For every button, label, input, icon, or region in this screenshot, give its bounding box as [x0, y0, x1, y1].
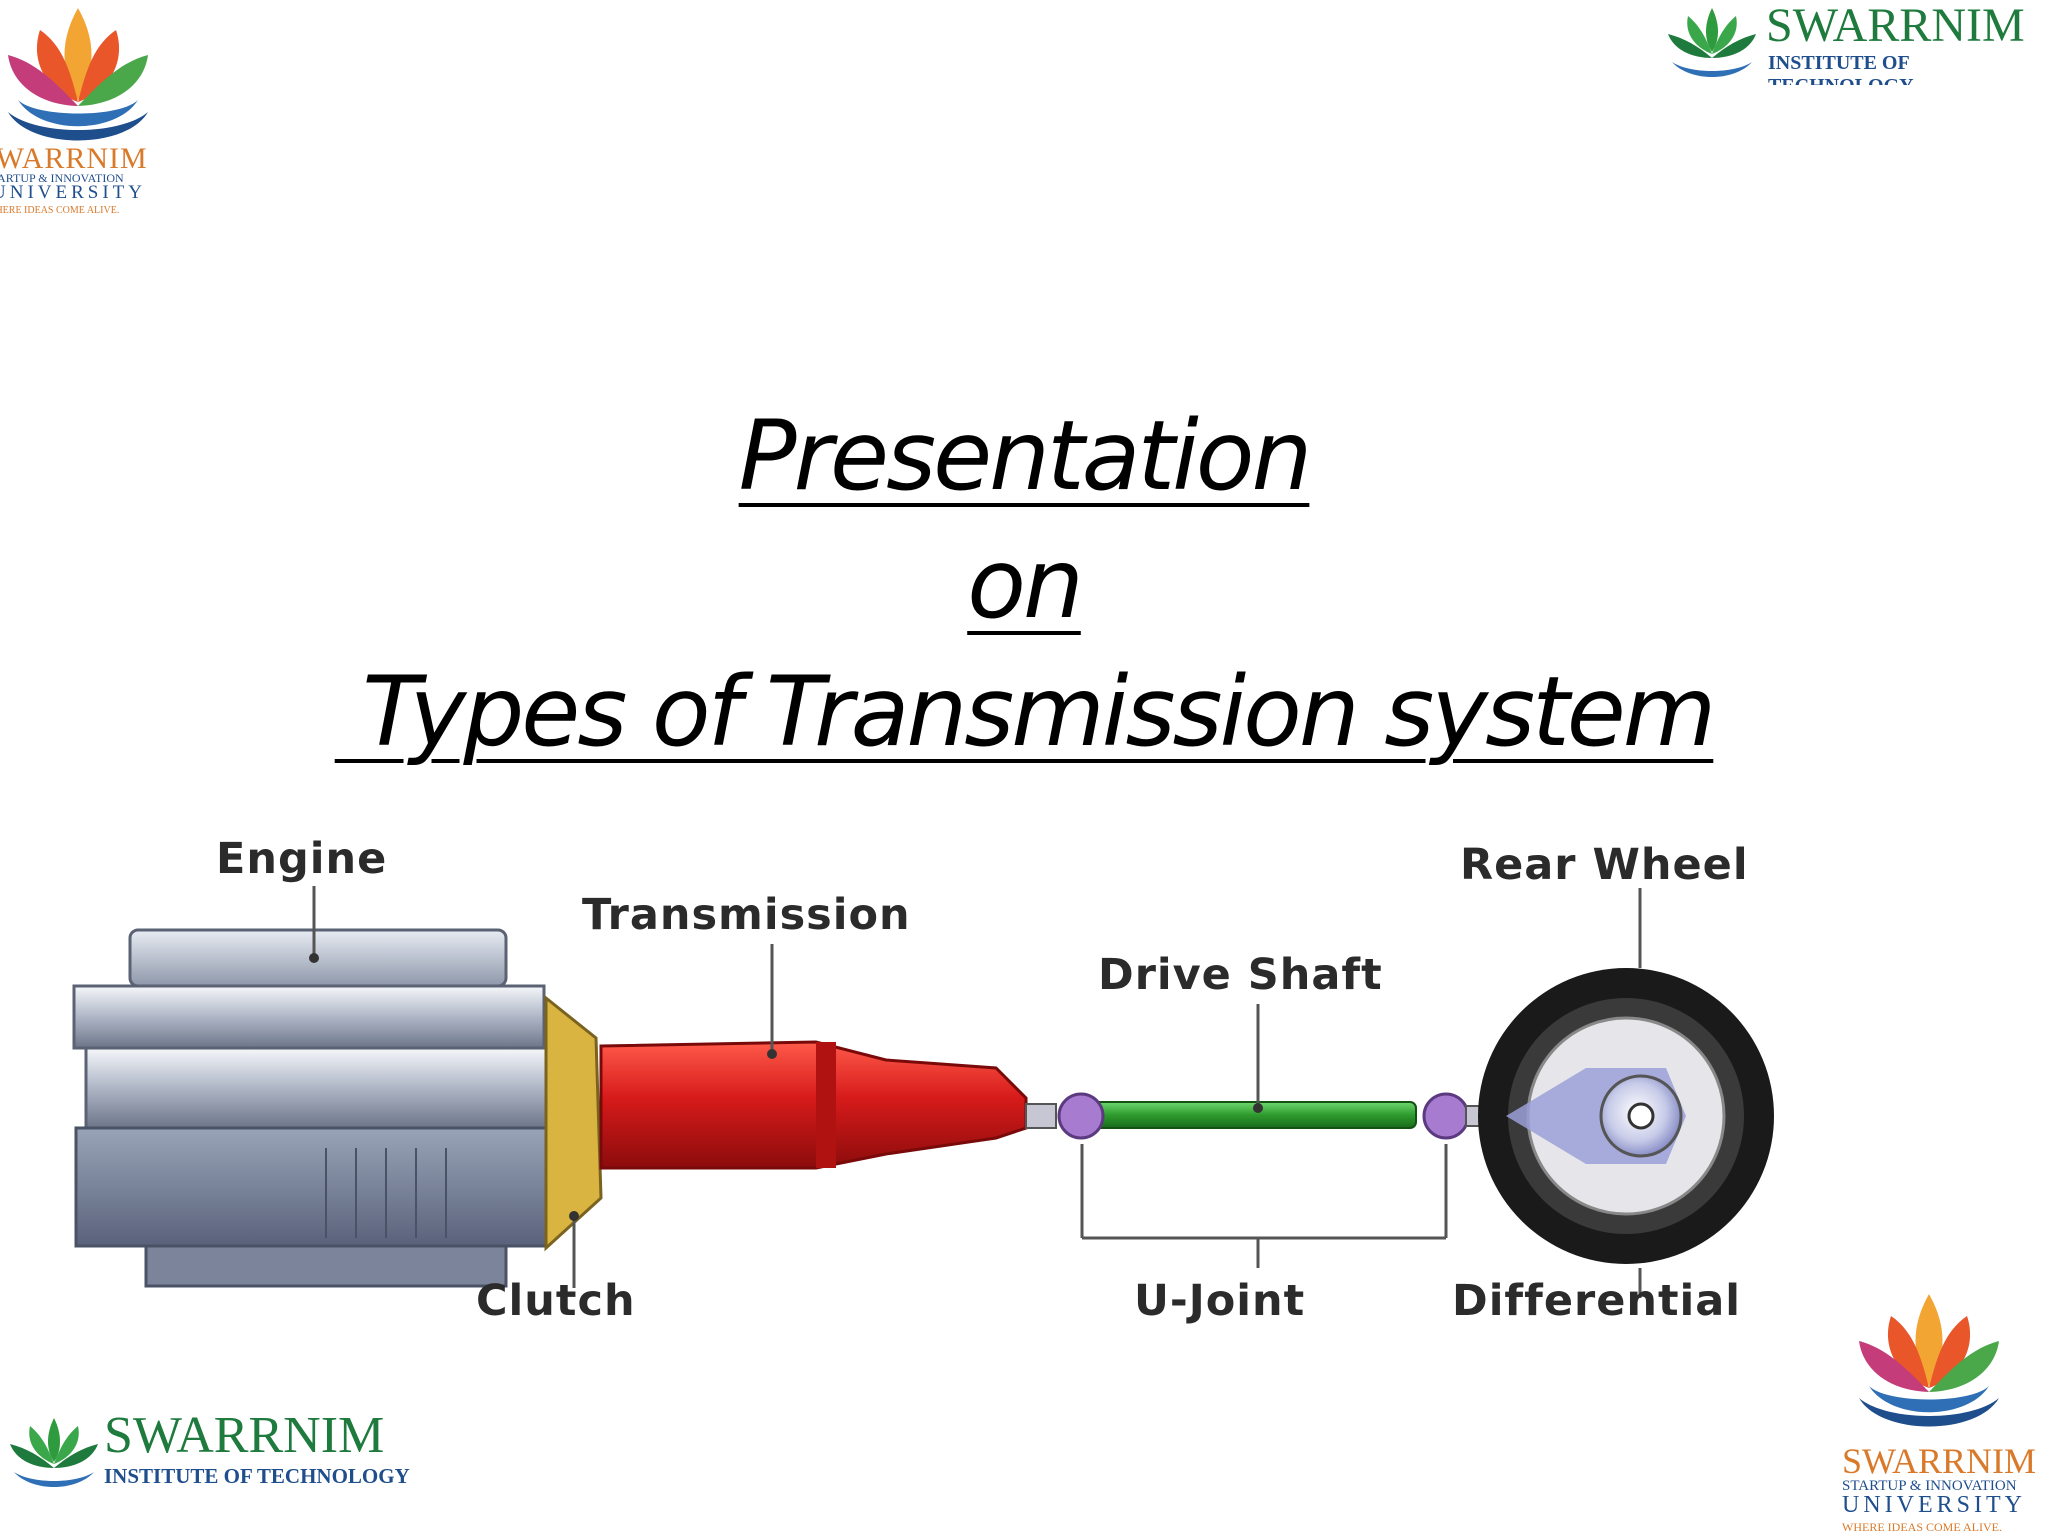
drivetrain-diagram: Engine Transmission Drive Shaft Rear Whe…	[26, 768, 1846, 1400]
university-logo-tagline: WHERE IDEAS COME ALIVE.	[0, 205, 120, 216]
title-line-2: on	[967, 528, 1084, 640]
label-clutch: Clutch	[476, 1276, 636, 1326]
label-rear-wheel: Rear Wheel	[1460, 840, 1749, 890]
title-line-1: Presentation	[738, 400, 1313, 512]
university-logo-sub2: UNIVERSITY	[1842, 1492, 2026, 1518]
rear-wheel	[1478, 968, 1774, 1264]
institute-logo-top-right: SWARRNIM INSTITUTE OF TECHNOLOGY	[1660, 0, 2048, 85]
label-engine: Engine	[216, 834, 388, 884]
university-logo-bottom-right: SWARRNIM STARTUP & INNOVATION UNIVERSITY…	[1840, 1290, 2048, 1536]
transmission-case	[599, 1040, 1028, 1170]
drive-shaft	[1075, 1101, 1417, 1129]
institute-logo-sub: INSTITUTE OF TECHNOLOGY	[104, 1464, 410, 1488]
drivetrain-illustration	[72, 886, 1774, 1298]
university-logo-top-left: SWARRNIM STARTUP & INNOVATION UNIVERSITY…	[0, 0, 170, 225]
institute-logo-sub: INSTITUTE OF TECHNOLOGY	[1768, 52, 1914, 85]
institute-logo-name: SWARRNIM	[104, 1407, 385, 1464]
label-drive-shaft: Drive Shaft	[1098, 950, 1383, 1000]
leaf-emblem-icon	[10, 1418, 98, 1487]
title-line-3: Types of Transmission system	[334, 656, 1716, 768]
university-logo-tagline: WHERE IDEAS COME ALIVE.	[1842, 1520, 2002, 1534]
university-logo-name: SWARRNIM	[1842, 1441, 2037, 1481]
label-u-joint: U-Joint	[1134, 1276, 1306, 1326]
u-joint-front	[1025, 1092, 1105, 1140]
university-logo-sub2: UNIVERSITY	[0, 182, 146, 203]
university-logo-sub1: STARTUP & INNOVATION	[1842, 1478, 2017, 1494]
leaf-emblem-icon	[1668, 8, 1756, 77]
lotus-logo-icon	[8, 8, 148, 141]
university-logo-sub1: STARTUP & INNOVATION	[0, 171, 124, 185]
institute-logo-bottom-left: SWARRNIM INSTITUTE OF TECHNOLOGY	[0, 1407, 420, 1500]
leader-lines	[312, 886, 1642, 1298]
lotus-logo-icon	[1859, 1294, 1999, 1427]
label-transmission: Transmission	[582, 890, 911, 940]
clutch-housing	[544, 994, 603, 1252]
engine-block	[72, 928, 548, 1288]
institute-logo-name: SWARRNIM	[1766, 0, 2025, 52]
university-logo-name: SWARRNIM	[0, 142, 148, 175]
slide-title: Presentation on Types of Transmission sy…	[0, 392, 2048, 776]
label-differential: Differential	[1452, 1276, 1742, 1326]
